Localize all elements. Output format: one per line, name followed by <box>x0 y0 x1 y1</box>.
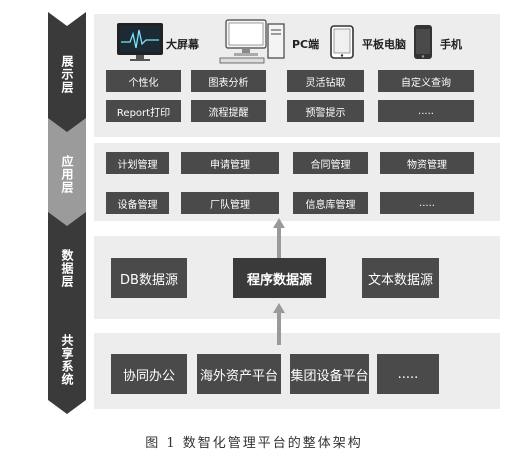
layer-label-shared: 共享系统 <box>48 306 86 414</box>
layer-label-display: 展示层 <box>48 12 86 136</box>
display-item-alert: 预警提示 <box>287 100 364 122</box>
app-item-info-library-management: 信息库管理 <box>293 192 368 214</box>
shared-item-more: ..... <box>377 354 439 394</box>
display-item-custom-query: 自定义查询 <box>378 70 474 92</box>
layer-label-application-text: 应用层 <box>60 154 74 194</box>
device-label-large-screen: 大屏幕 <box>166 38 199 51</box>
display-item-personalization: 个性化 <box>106 70 181 92</box>
up-arrow-shared-to-data <box>273 303 285 345</box>
layer-label-application: 应用层 <box>48 118 86 230</box>
device-label-tablet: 平板电脑 <box>362 38 406 51</box>
display-item-workflow-reminder: 流程提醒 <box>191 100 266 122</box>
data-source-db: DB数据源 <box>111 258 187 298</box>
layer-label-data-text: 数据层 <box>60 248 74 288</box>
monitor-icon <box>117 23 163 61</box>
up-arrow-data-to-application <box>273 218 285 262</box>
app-item-equipment-management: 设备管理 <box>106 192 169 214</box>
layer-label-shared-text: 共享系统 <box>60 334 74 386</box>
data-source-program: 程序数据源 <box>233 258 326 298</box>
figure-caption: 图 1 数智化管理平台的整体架构 <box>145 436 363 451</box>
display-item-more: ..... <box>378 100 474 122</box>
shared-item-overseas-asset-platform: 海外资产平台 <box>197 354 281 394</box>
display-item-chart-analysis: 图表分析 <box>191 70 266 92</box>
desktop-pc-icon <box>219 19 285 64</box>
device-label-pc: PC端 <box>292 38 320 51</box>
app-item-more: ..... <box>380 192 474 214</box>
app-item-request-management: 申请管理 <box>181 152 279 174</box>
data-source-text: 文本数据源 <box>362 258 439 298</box>
app-item-material-management: 物资管理 <box>380 152 474 174</box>
shared-item-collaborative-office: 协同办公 <box>111 354 187 394</box>
display-item-report-print: Report打印 <box>106 100 181 122</box>
device-label-phone: 手机 <box>440 38 462 51</box>
display-item-drill-down: 灵活钻取 <box>287 70 364 92</box>
layer-label-display-text: 展示层 <box>60 54 74 94</box>
app-item-contract-management: 合同管理 <box>293 152 368 174</box>
app-item-team-management: 厂队管理 <box>181 192 279 214</box>
layer-label-data: 数据层 <box>48 212 86 324</box>
shared-item-group-equipment-platform: 集团设备平台 <box>290 354 369 394</box>
mobile-phone-icon <box>414 25 432 59</box>
tablet-icon <box>330 25 354 59</box>
app-item-plan-management: 计划管理 <box>106 152 169 174</box>
